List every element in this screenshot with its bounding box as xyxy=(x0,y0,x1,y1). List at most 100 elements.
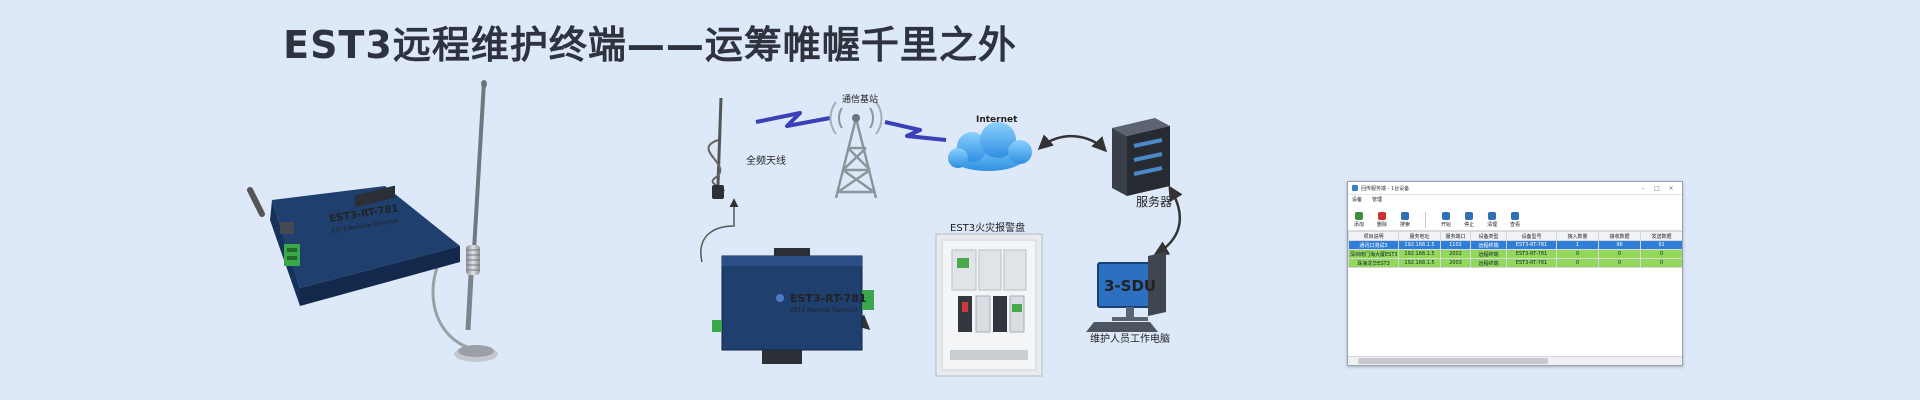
panel-label: EST3火灾报警盘 xyxy=(950,221,1025,234)
minimize-button[interactable]: – xyxy=(1641,184,1645,192)
maintenance-workstation: 3-SDU xyxy=(1086,252,1166,332)
toolbar-button-3[interactable]: 开始 xyxy=(1441,212,1451,228)
diagram-device-model: EST3-RT-781 xyxy=(790,292,867,305)
empty-row xyxy=(1349,332,1683,340)
table-cell: 2003 xyxy=(1440,258,1471,268)
base-station-label: 通信基站 xyxy=(842,93,878,105)
search-icon xyxy=(1401,212,1410,220)
table-cell: EST3-RT-781 xyxy=(1506,258,1557,268)
toolbar-button-label: 搜索 xyxy=(1400,222,1411,228)
toolbar-button-4[interactable]: 停止 xyxy=(1464,212,1474,228)
column-header[interactable]: 设备类型 xyxy=(1470,231,1507,241)
empty-row xyxy=(1349,284,1683,292)
table-cell: 192.168.1.5 xyxy=(1398,240,1441,250)
scrollbar-thumb[interactable] xyxy=(1358,358,1548,364)
menu-bar: 设备 管理 xyxy=(1348,195,1682,204)
table-cell: 91 xyxy=(1640,240,1682,250)
internet-label: Internet xyxy=(976,115,1018,125)
server-icon xyxy=(1112,118,1170,196)
toolbar-button-label: 停止 xyxy=(1464,222,1475,228)
internet-cloud xyxy=(948,122,1032,171)
column-header[interactable]: 接收数据 xyxy=(1598,231,1641,241)
toolbar-button-2[interactable]: 搜索 xyxy=(1400,212,1410,228)
table-cell: 0 xyxy=(1640,258,1682,268)
table-cell: 0 xyxy=(1556,258,1599,268)
toolbar-button-label: 清理 xyxy=(1487,222,1498,228)
window-titlebar: 回传服务端 - 1台设备 – □ × xyxy=(1348,182,1682,195)
delete-icon xyxy=(1378,212,1387,220)
table-cell: 珠海龙华EST3 xyxy=(1348,258,1399,268)
toolbar-button-0[interactable]: 添加 xyxy=(1354,212,1364,228)
clear-icon xyxy=(1488,212,1497,220)
table-cell: EST3-RT-781 xyxy=(1506,249,1557,259)
stop-icon xyxy=(1465,212,1474,220)
toolbar-button-label: 删除 xyxy=(1377,222,1388,228)
table-cell: 0 xyxy=(1598,249,1641,259)
workstation-label: 维护人员工作电脑 xyxy=(1090,332,1170,345)
menu-manage[interactable]: 管理 xyxy=(1372,197,1383,203)
add-icon xyxy=(1355,212,1363,220)
close-button[interactable]: × xyxy=(1668,184,1674,192)
toolbar-button-label: 开始 xyxy=(1441,222,1452,228)
table-header-row: 项目说明服务地址服务端口设备类型设备型号接入数量接收数据发送数据 xyxy=(1348,231,1682,241)
toolbar-button-1[interactable]: 删除 xyxy=(1377,212,1387,228)
table-cell: 192.168.1.5 xyxy=(1398,249,1441,259)
antenna-label: 全频天线 xyxy=(746,154,786,167)
wireless-link-right xyxy=(884,120,947,142)
column-header[interactable]: 项目说明 xyxy=(1348,231,1399,241)
toolbar-button-5[interactable]: 清理 xyxy=(1487,212,1497,228)
empty-row xyxy=(1349,316,1683,324)
server-label: 服务器 xyxy=(1136,194,1172,209)
table-cell: 1102 xyxy=(1440,240,1471,250)
table-cell: 远程终端 xyxy=(1470,249,1507,259)
column-header[interactable]: 接入数量 xyxy=(1556,231,1599,241)
window-title: 回传服务端 - 1台设备 xyxy=(1361,185,1410,192)
empty-row xyxy=(1349,276,1683,284)
table-cell: EST3-RT-781 xyxy=(1506,240,1557,250)
server-workstation-arrow xyxy=(1153,185,1183,256)
start-icon xyxy=(1442,212,1451,220)
table-cell: 0 xyxy=(1556,249,1599,259)
empty-row xyxy=(1349,340,1683,348)
column-header[interactable]: 服务端口 xyxy=(1440,231,1471,241)
empty-row xyxy=(1349,300,1683,308)
empty-row xyxy=(1349,268,1683,277)
column-header[interactable]: 服务地址 xyxy=(1398,231,1441,241)
fire-alarm-panel xyxy=(935,233,1043,377)
horizontal-scrollbar[interactable] xyxy=(1348,356,1682,365)
empty-row xyxy=(1349,292,1683,300)
app-icon xyxy=(1352,185,1358,191)
base-station-tower xyxy=(829,101,883,199)
toolbar-button-label: 添加 xyxy=(1354,222,1365,228)
antenna-device-cable xyxy=(700,198,739,263)
column-header[interactable]: 设备型号 xyxy=(1506,231,1557,241)
table-cell: 远程终端 xyxy=(1470,258,1507,268)
toolbar-button-label: 查看 xyxy=(1510,222,1521,228)
menu-device[interactable]: 设备 xyxy=(1352,197,1363,203)
table-cell: 0 xyxy=(1640,249,1682,259)
terminal-device-photo: EST3-RT-781 EST3 Remote Terminal xyxy=(247,80,498,362)
green-terminal-block xyxy=(284,244,300,266)
full-band-antenna xyxy=(707,97,725,199)
empty-row xyxy=(1349,324,1683,332)
diagram-terminal-device: EST3-RT-781 EST3 Remote Terminal xyxy=(712,248,874,364)
maximize-button[interactable]: □ xyxy=(1654,184,1660,192)
column-header[interactable]: 发送数据 xyxy=(1640,231,1682,241)
banner-title: EST3远程维护终端——运筹帷幄千里之外 xyxy=(283,23,1017,67)
toolbar-button-6[interactable]: 查看 xyxy=(1510,212,1520,228)
table-cell: 远程终端 xyxy=(1470,240,1507,250)
view-icon xyxy=(1511,212,1520,220)
cloud-server-arrow xyxy=(1037,134,1108,153)
table-cell: 96 xyxy=(1598,240,1641,250)
antenna-coil xyxy=(466,245,480,275)
software-window: 回传服务端 - 1台设备 – □ × 设备 管理 添加删除搜索开始停止清理查看 … xyxy=(1347,181,1683,366)
toolbar: 添加 删除 搜索 开始 停止 清理 查看 xyxy=(1348,204,1682,231)
wireless-link-left xyxy=(755,111,831,128)
table-cell: 0 xyxy=(1598,258,1641,268)
table-cell: 1 xyxy=(1556,240,1599,250)
table-cell: 2002 xyxy=(1440,249,1471,259)
